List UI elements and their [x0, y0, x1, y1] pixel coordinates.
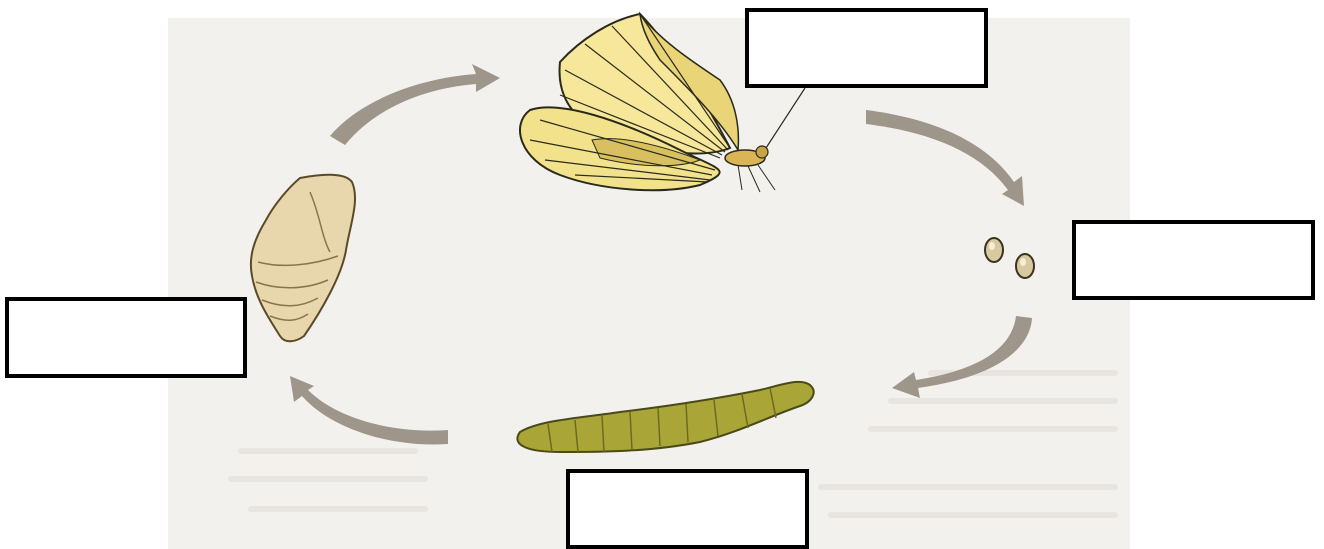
label-box-larva[interactable] — [566, 469, 809, 549]
arrow-pupa-to-adult — [330, 64, 500, 145]
label-box-egg[interactable] — [1072, 220, 1315, 300]
label-box-pupa[interactable] — [5, 297, 247, 378]
chrysalis-icon — [251, 175, 355, 342]
eggs-icon — [985, 238, 1034, 278]
arrow-egg-to-larva — [892, 316, 1032, 398]
arrow-adult-to-egg — [866, 110, 1024, 206]
caterpillar-icon — [517, 382, 813, 452]
arrow-larva-to-pupa — [290, 376, 448, 445]
label-box-adult[interactable] — [745, 8, 988, 88]
